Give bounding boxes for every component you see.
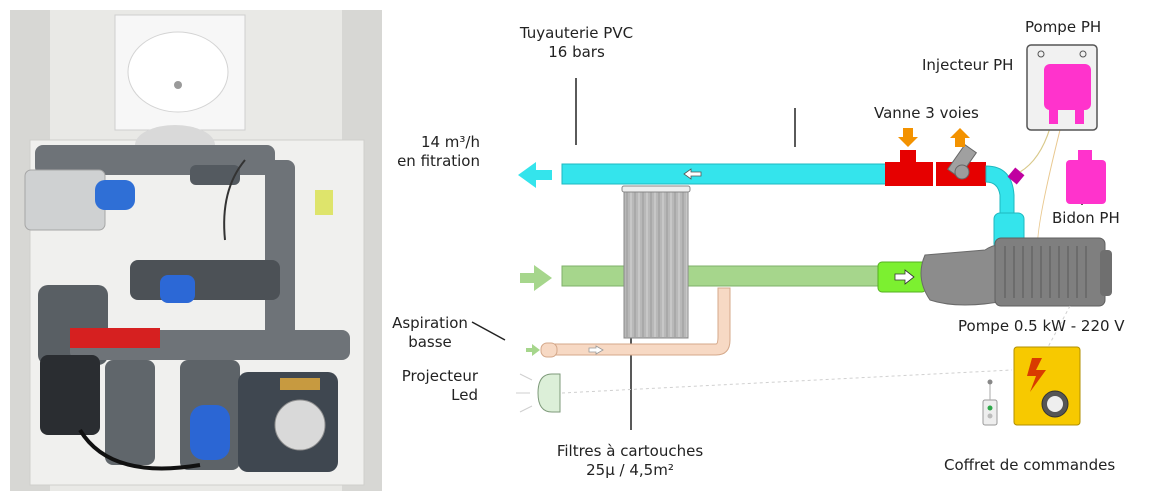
pompe-motor [994, 237, 1106, 307]
projecteur-line-1: Projecteur [401, 367, 478, 385]
motor-fins [1004, 246, 1087, 298]
led-cable [561, 369, 1013, 394]
injecteur-tube [1019, 127, 1051, 173]
filtre-pleats [626, 192, 688, 337]
flow-arrow-outlet [683, 168, 702, 180]
remote-button-2 [987, 413, 993, 419]
pvc-riser [993, 212, 1025, 251]
coffret-timer [1041, 390, 1069, 418]
tuyauterie-line-2: 16 bars [548, 43, 605, 61]
coffret-remote [982, 399, 998, 426]
aspiration-label: Aspiration basse [390, 314, 470, 352]
pompe-volute [920, 244, 1011, 306]
tuyauterie-line-1: Tuyauterie PVC [519, 24, 634, 42]
pompe-ph-screw-2 [1079, 50, 1087, 58]
bidon-tube [1037, 129, 1061, 256]
valve-knob [954, 164, 970, 180]
bidon-label: Bidon PH [1052, 209, 1120, 227]
valve-handle [946, 144, 978, 178]
flow-arrow-aspiration [588, 345, 604, 355]
arrow-left-icon [518, 162, 552, 188]
debit-label: 14 m³/h en fitration [370, 133, 480, 171]
coffret-label: Coffret de commandes [944, 456, 1116, 474]
pvc-outlet-pipe [561, 163, 888, 185]
aspiration-inlet [540, 342, 558, 358]
projecteur-line-2: Led [451, 386, 478, 404]
vanne-label: Vanne 3 voies [874, 104, 979, 122]
small-green-arrow [526, 344, 540, 356]
pompe-label: Pompe 0.5 kW - 220 V [958, 317, 1125, 335]
filtre-cartouche [623, 189, 689, 339]
pompe-ph-head [1044, 64, 1091, 110]
lightning-icon [1027, 358, 1046, 392]
orange-arrow-up [950, 128, 970, 147]
pump-inlet [877, 261, 927, 293]
coffret-commandes [1013, 346, 1081, 426]
valve-3-voies-cap [900, 150, 916, 164]
debit-line-1: 14 m³/h [420, 133, 480, 151]
arrow-right-icon [520, 265, 552, 291]
filtres-line-1: Filtres à cartouches [556, 442, 704, 460]
aspiration-line-2: basse [408, 333, 452, 351]
tuyauterie-label: Tuyauterie PVC 16 bars [509, 24, 644, 62]
equipment-photo [10, 10, 382, 491]
valve-3-voies-right [936, 162, 986, 186]
valve-3-voies-left [885, 162, 933, 186]
pvc-inlet-pipe [561, 265, 883, 287]
filtres-line-2: 25µ / 4,5m² [586, 461, 674, 479]
debit-line-2: en fitration [397, 152, 480, 170]
remote-button [987, 405, 993, 411]
aspiration-line-1: Aspiration [392, 314, 468, 332]
flow-arrow-inlet [894, 269, 915, 285]
bidon-ph-cap [1078, 150, 1092, 162]
aspiration-leader [471, 321, 506, 341]
projecteur-led [537, 373, 561, 413]
pvc-elbow [985, 165, 1015, 241]
led-rays [516, 373, 533, 413]
injecteur-label: Injecteur PH [922, 56, 1014, 74]
orange-arrow-down [898, 128, 918, 147]
filtres-label: Filtres à cartouches 25µ / 4,5m² [546, 442, 714, 480]
projecteur-label: Projecteur Led [390, 367, 478, 405]
pompe-ph-port-1 [1049, 108, 1058, 124]
pompe-ph-port-2 [1075, 108, 1084, 124]
coffret-timer-face [1047, 396, 1063, 412]
pompe-ph-screw-1 [1037, 50, 1045, 58]
pompe-ph-body [1026, 44, 1098, 131]
coffret-cable-end [987, 379, 993, 385]
injecteur-ph [1007, 167, 1025, 185]
pompe-ph-label: Pompe PH [1025, 18, 1102, 36]
pompe-endcap [1100, 250, 1112, 296]
bidon-ph [1066, 160, 1106, 204]
filtre-top-cap [621, 185, 691, 193]
aspiration-pipe [549, 287, 731, 356]
